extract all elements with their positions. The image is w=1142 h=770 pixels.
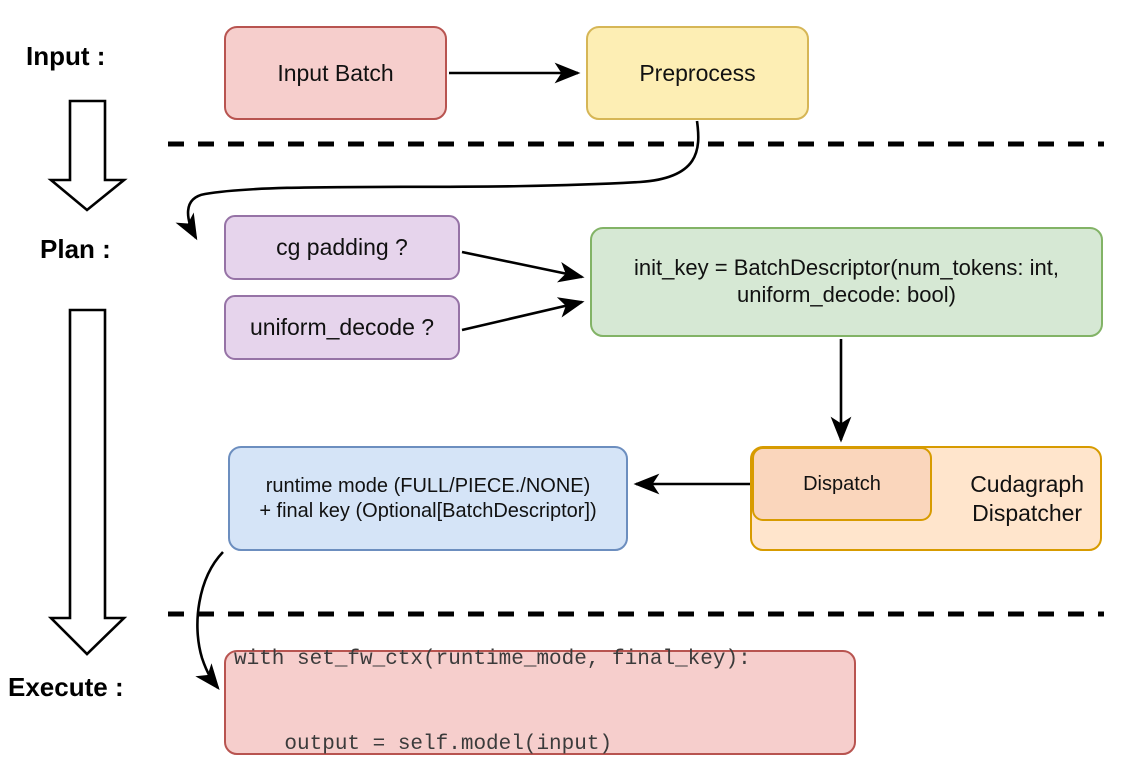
node-code-block[interactable]: with set_fw_ctx(runtime_mode, final_key)… — [224, 648, 856, 756]
stage-arrow-input-to-plan — [47, 99, 128, 212]
node-cg-padding[interactable]: cg padding ? — [224, 215, 460, 280]
edge-uniform-decode-to-init-key — [461, 297, 585, 332]
node-preprocess-label: Preprocess — [639, 59, 756, 86]
node-input-batch-label: Input Batch — [277, 59, 394, 86]
node-dispatch-label: Dispatch — [803, 472, 881, 495]
node-dispatch[interactable]: Dispatch — [752, 447, 932, 521]
node-preprocess[interactable]: Preprocess — [586, 26, 809, 120]
node-init-key-label-line2: uniform_decode: bool) — [737, 282, 956, 307]
stage-label-plan: Plan : — [40, 234, 111, 264]
stage-label-execute: Execute : — [8, 672, 124, 702]
stage-arrow-plan-to-execute — [47, 308, 128, 656]
node-runtime-mode-label-line2: + final key (Optional[BatchDescriptor]) — [259, 499, 597, 522]
node-input-batch[interactable]: Input Batch — [224, 26, 447, 120]
stage-label-input: Input : — [26, 41, 106, 71]
node-uniform-decode-label: uniform_decode ? — [249, 314, 435, 341]
edge-cg-padding-to-init-key — [461, 250, 585, 283]
node-init-key-label-line1: init_key = BatchDescriptor(num_tokens: i… — [634, 255, 1059, 281]
node-runtime-mode[interactable]: runtime mode (FULL/PIECE./NONE) + final … — [228, 446, 628, 551]
node-cudagraph-dispatcher-label-line1: Cudagraph — [970, 471, 1084, 498]
code-line-1: with set_fw_ctx(runtime_mode, final_key)… — [234, 647, 751, 671]
edge-runtime-mode-to-code — [195, 551, 224, 691]
node-cg-padding-label: cg padding ? — [276, 234, 408, 261]
node-runtime-mode-label-line1: runtime mode (FULL/PIECE./NONE) — [265, 475, 591, 498]
node-init-key[interactable]: init_key = BatchDescriptor(num_tokens: i… — [590, 227, 1103, 337]
code-line-2: output = self.model(input) — [234, 732, 613, 756]
node-cudagraph-dispatcher-label-line2: Dispatcher — [972, 499, 1083, 526]
node-uniform-decode[interactable]: uniform_decode ? — [224, 295, 460, 360]
